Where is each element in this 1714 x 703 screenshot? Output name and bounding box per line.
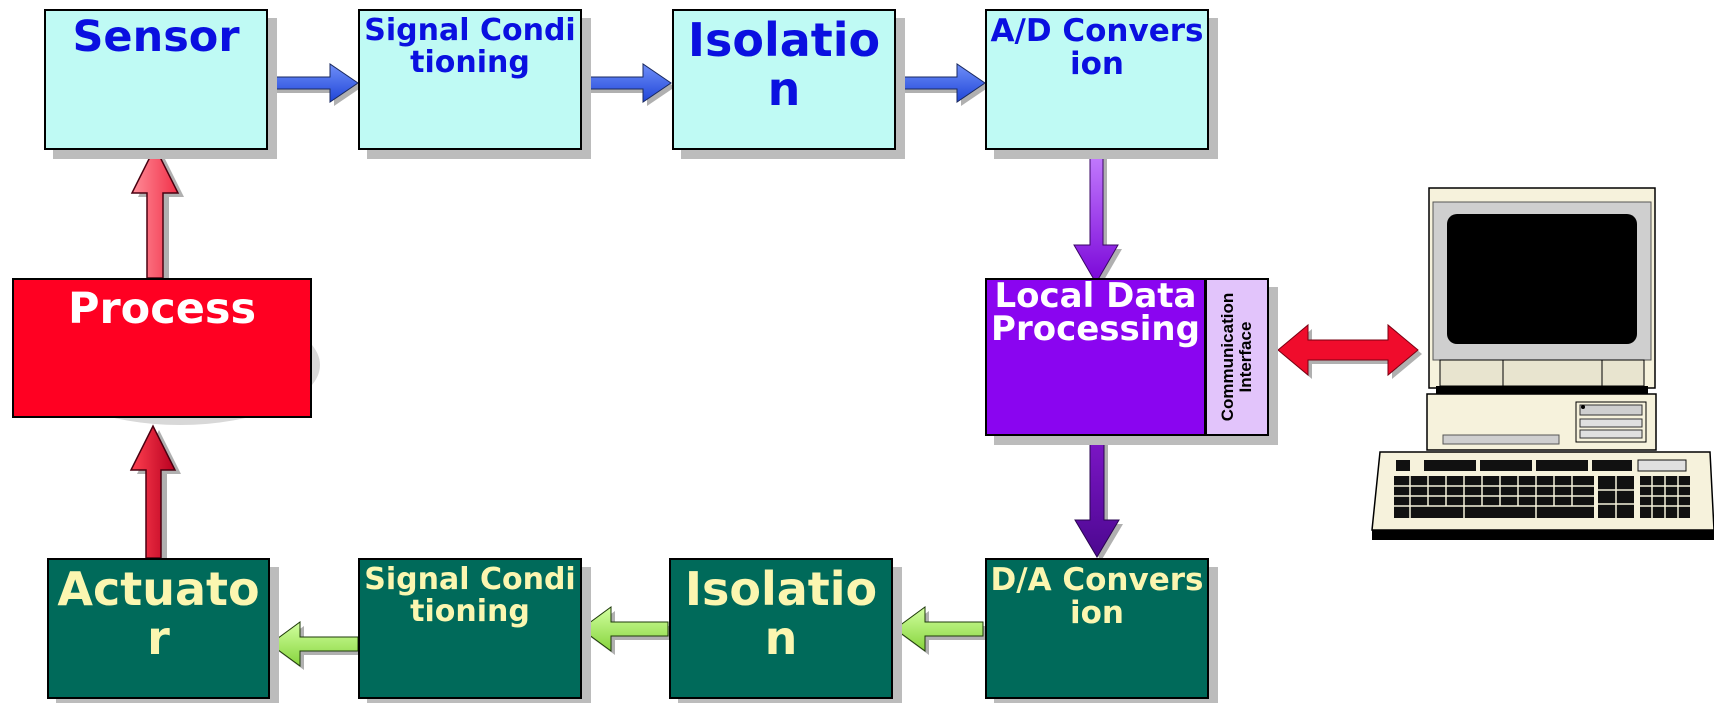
sensor-label: Sensor <box>72 12 240 62</box>
arrow-processing-to-da-conversion <box>1074 435 1123 561</box>
arrow-signal-conditioning-to-actuator <box>269 621 362 670</box>
ad-conversion-block: A/D Conversion <box>985 9 1209 150</box>
isolation-bottom-block: Isolation <box>669 558 893 699</box>
signal-conditioning-top-label: Signal Conditioning <box>364 13 576 81</box>
da-conversion-block: D/A Conversion <box>985 558 1209 699</box>
local-data-processing-block: Local Data Processing <box>985 278 1206 436</box>
isolation-top-label: Isolation <box>687 13 881 117</box>
arrow-process-to-sensor <box>130 145 184 282</box>
actuator-block: Actuator <box>47 558 270 699</box>
arrow-da-conversion-to-isolation <box>894 606 987 655</box>
sensor-block: Sensor <box>44 9 268 150</box>
isolation-top-block: Isolation <box>672 9 896 150</box>
process-block: Process <box>12 278 312 418</box>
arrow-ad-conversion-to-processing <box>1073 149 1122 287</box>
actuator-label: Actuator <box>57 562 260 666</box>
communication-interface-label: Communication Interface <box>1218 292 1255 422</box>
isolation-bottom-label: Isolation <box>684 562 878 666</box>
arrow-signal-conditioning-to-isolation <box>581 63 675 106</box>
signal-conditioning-bottom-block: Signal Conditioning <box>358 558 582 699</box>
communication-interface-block: Communication Interface <box>1205 278 1269 436</box>
double-arrow-communication <box>1277 323 1422 379</box>
signal-conditioning-top-block: Signal Conditioning <box>358 9 582 150</box>
da-conversion-label: D/A Conversion <box>990 562 1204 632</box>
process-label: Process <box>67 284 257 334</box>
arrow-isolation-to-signal-conditioning <box>580 606 672 655</box>
arrow-isolation-to-ad-conversion <box>895 63 989 106</box>
ad-conversion-label: A/D Conversion <box>990 13 1204 83</box>
signal-conditioning-bottom-label: Signal Conditioning <box>364 562 576 630</box>
local-data-processing-label: Local Data Processing <box>991 276 1200 350</box>
arrow-sensor-to-signal-conditioning <box>267 63 362 106</box>
desktop-computer-icon <box>1371 187 1714 540</box>
arrow-actuator-to-process <box>129 424 181 562</box>
